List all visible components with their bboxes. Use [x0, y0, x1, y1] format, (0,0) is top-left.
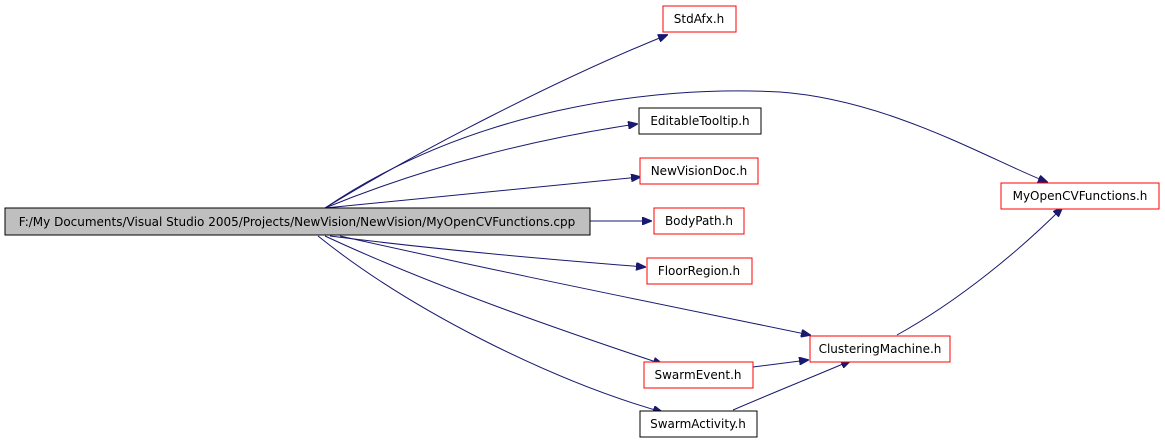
node-label-clusteringmachine: ClusteringMachine.h: [819, 342, 942, 356]
edges: [317, 35, 1062, 412]
node-swarmevent[interactable]: SwarmEvent.h: [643, 361, 754, 389]
node-bodypath[interactable]: BodyPath.h: [653, 207, 745, 235]
edge-root-to-myopencvfunctions: [324, 90, 1047, 209]
node-floorregion[interactable]: FloorRegion.h: [646, 257, 753, 285]
node-label-editabletooltip: EditableTooltip.h: [650, 114, 749, 128]
node-label-swarmactivity: SwarmActivity.h: [650, 417, 746, 431]
node-myopencvfunctions[interactable]: MyOpenCVFunctions.h: [1000, 182, 1160, 210]
edge-swarmevent-to-clusteringmachine: [752, 360, 808, 368]
edge-root-to-swarmactivity: [317, 235, 662, 412]
edge-clusteringmachine-to-myopencvfunctions: [896, 208, 1062, 336]
nodes: F:/My Documents/Visual Studio 2005/Proje…: [4, 5, 1160, 438]
node-label-stdafx: StdAfx.h: [674, 12, 724, 26]
node-label-newvisiondoc: NewVisionDoc.h: [651, 164, 748, 178]
node-clusteringmachine[interactable]: ClusteringMachine.h: [809, 335, 951, 363]
edge-root-to-newvisiondoc: [324, 177, 640, 209]
node-stdafx[interactable]: StdAfx.h: [662, 5, 737, 33]
node-editabletooltip[interactable]: EditableTooltip.h: [638, 107, 762, 135]
node-label-myopencvfunctions: MyOpenCVFunctions.h: [1013, 189, 1148, 203]
node-label-root: F:/My Documents/Visual Studio 2005/Proje…: [19, 215, 576, 229]
edge-root-to-stdafx: [324, 35, 667, 209]
edge-root-to-editabletooltip: [324, 124, 637, 209]
edge-root-to-swarmevent: [324, 235, 662, 364]
edge-swarmactivity-to-clusteringmachine: [732, 361, 850, 411]
node-label-floorregion: FloorRegion.h: [658, 264, 740, 278]
edge-root-to-floorregion: [329, 235, 645, 267]
edge-root-to-clusteringmachine: [339, 235, 810, 335]
node-swarmactivity[interactable]: SwarmActivity.h: [639, 410, 758, 438]
node-root[interactable]: F:/My Documents/Visual Studio 2005/Proje…: [4, 207, 591, 236]
node-newvisiondoc[interactable]: NewVisionDoc.h: [639, 157, 759, 185]
node-label-swarmevent: SwarmEvent.h: [655, 368, 742, 382]
node-label-bodypath: BodyPath.h: [665, 214, 733, 228]
